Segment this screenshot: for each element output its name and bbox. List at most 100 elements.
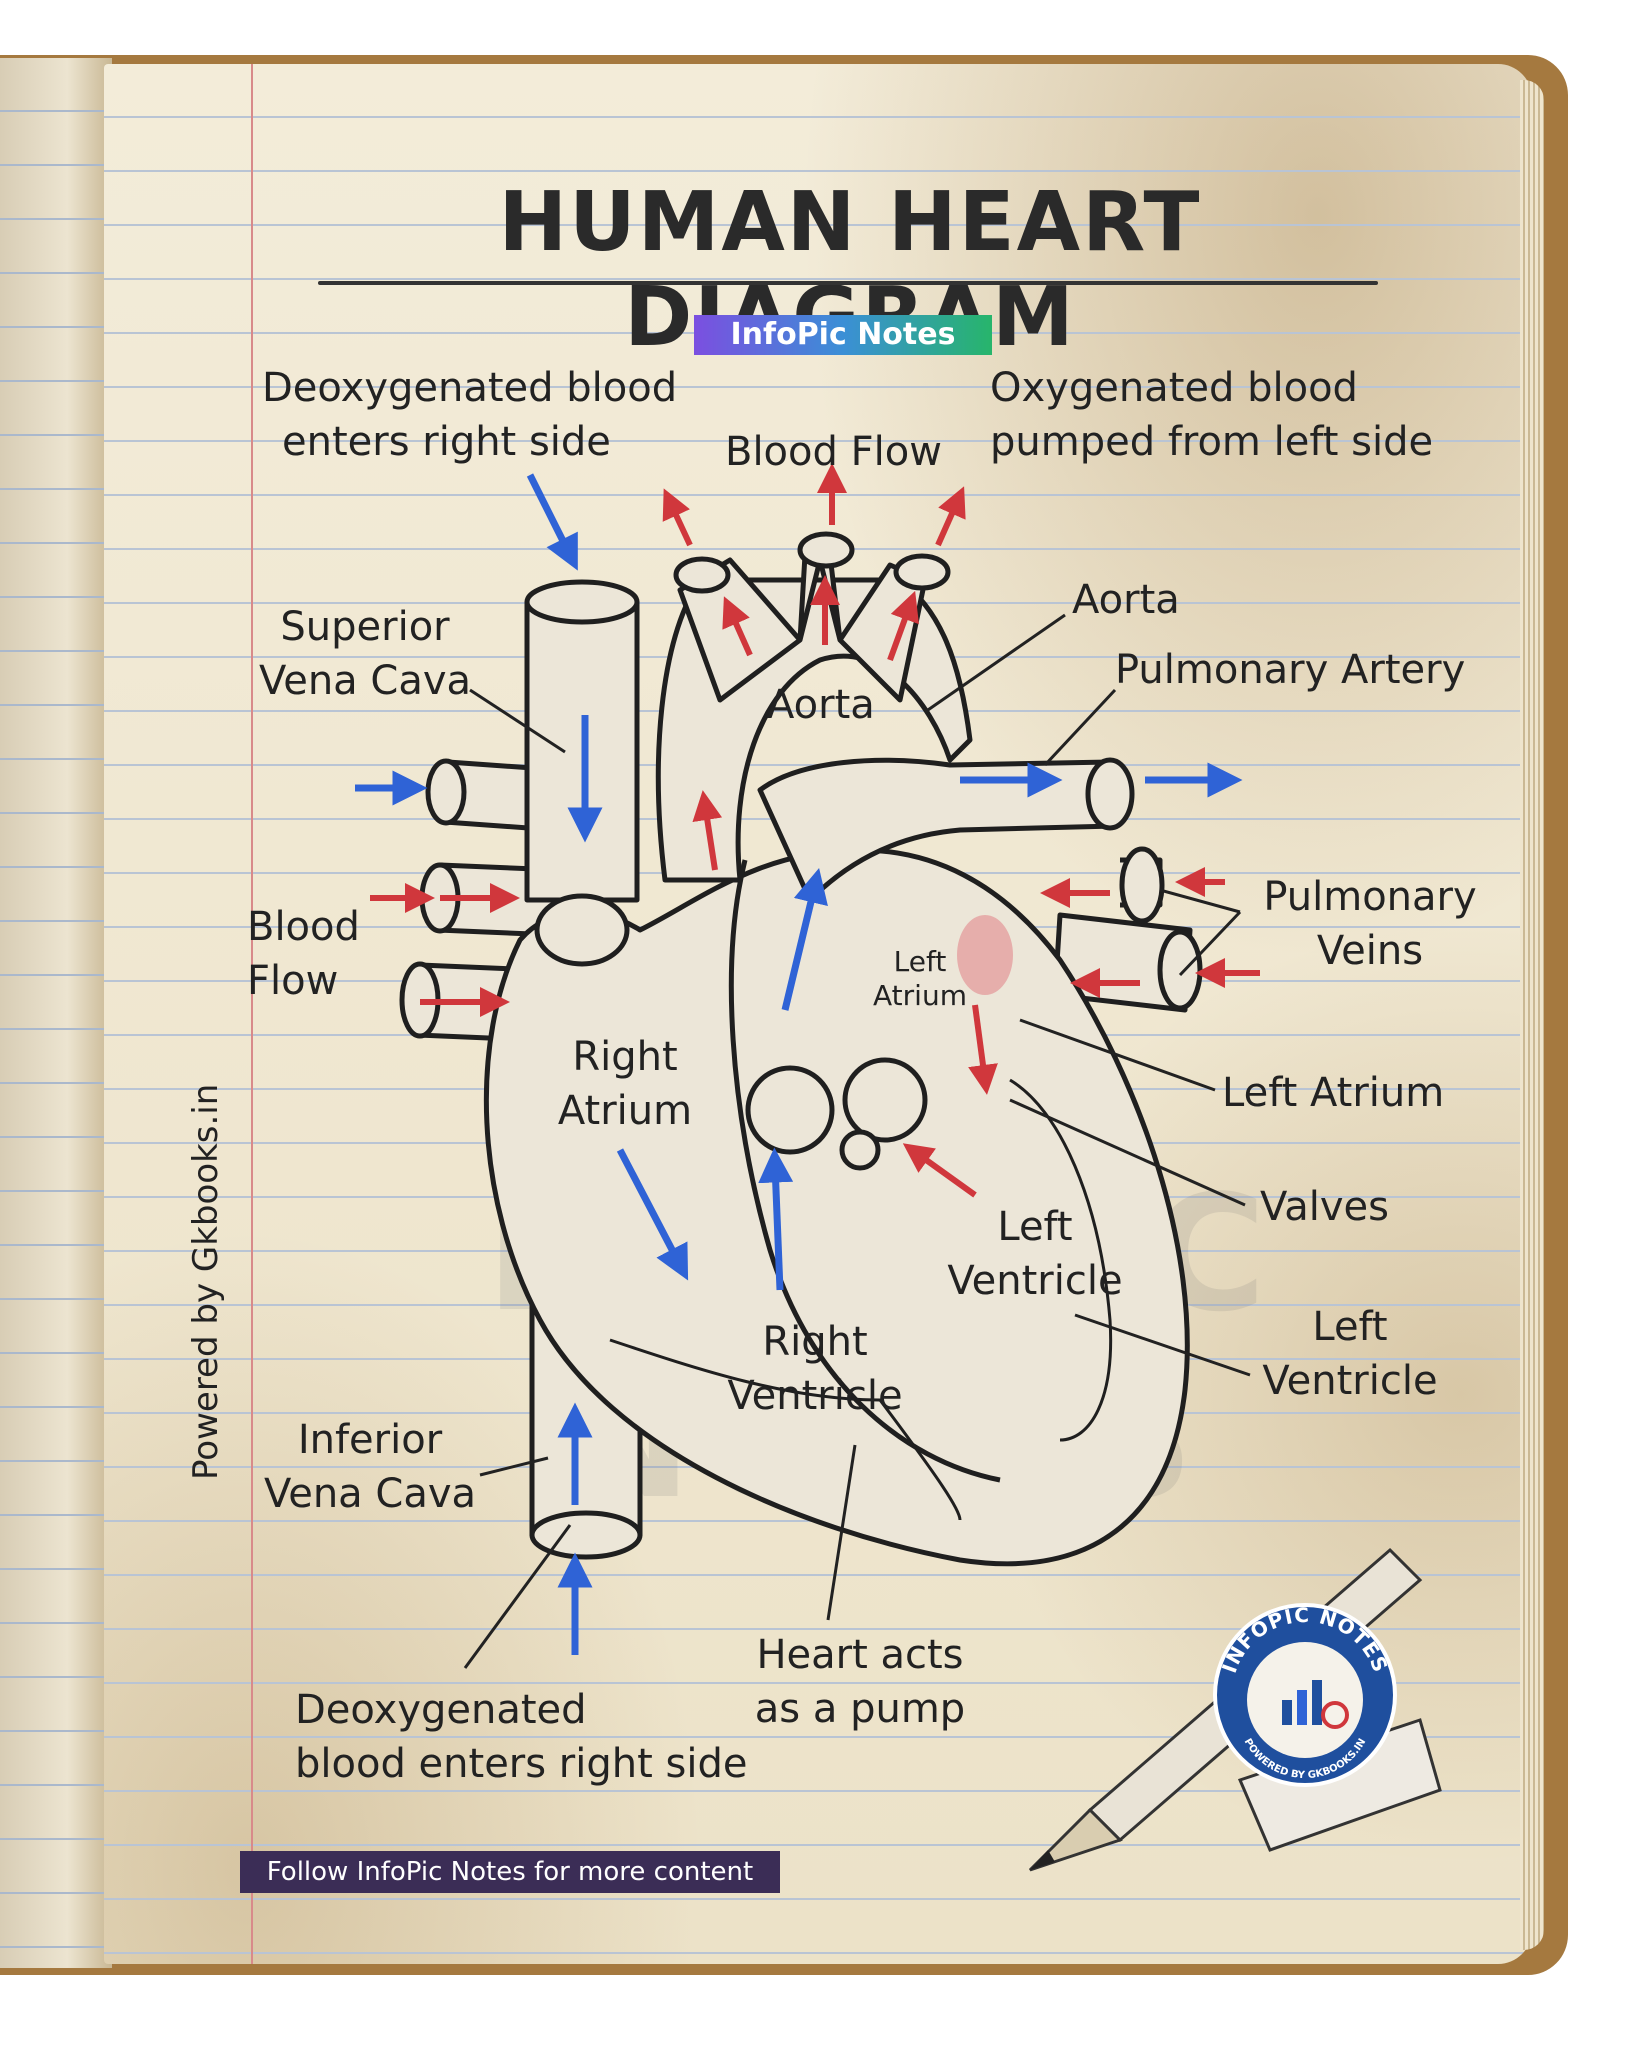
label-deoxy-bottom-line1: Deoxygenated: [295, 1687, 587, 1733]
leader-left-atrium: [1019, 1018, 1216, 1092]
deoxy-arrow-right-ventricle: [758, 1147, 794, 1291]
label-blood-flow-left-line2: Flow: [247, 958, 339, 1004]
label-aorta-inner: Aorta: [767, 682, 875, 728]
infopic-logo: INFOPIC NOTES POWERED BY GKBOOKS.IN: [1213, 1603, 1397, 1787]
label-oxy-top-line1: Oxygenated blood: [990, 365, 1358, 411]
aorta-branch-left-opening: [673, 556, 731, 594]
label-superior-vena-cava-line2: Vena Cava: [258, 658, 472, 704]
label-deoxy-top-line2: enters right side: [282, 419, 611, 465]
label-aorta-outer: Aorta: [1072, 577, 1180, 623]
label-heart-pump-line1: Heart acts: [756, 1632, 964, 1678]
left-page: [0, 58, 112, 1968]
label-blood-flow-top: Blood Flow: [725, 429, 942, 475]
leader-pulmonary-veins-upper: [1159, 888, 1241, 914]
label-inferior-vena-cava-line2: Vena Cava: [263, 1471, 477, 1517]
label-inferior-vena-cava-line1: Inferior: [297, 1417, 443, 1463]
deoxy-arrow-top-entry: [526, 473, 578, 571]
label-left-atrium-inner: Left Atrium: [870, 945, 970, 1013]
follow-banner[interactable]: Follow InfoPic Notes for more content: [240, 1851, 780, 1893]
label-valves: Valves: [1260, 1184, 1390, 1230]
deoxy-arrow-right-atrium: [616, 1148, 689, 1281]
label-right-atrium-line2: Atrium: [557, 1088, 693, 1134]
label-left-ventricle-inner: Left Ventricle: [935, 1200, 1135, 1308]
pencil-lead: [1030, 1850, 1055, 1870]
deoxygenated-arrows: [355, 473, 1243, 1655]
label-superior-vena-cava-line1: Superior: [280, 604, 450, 650]
leader-superior-vena-cava: [469, 688, 566, 754]
label-deoxy-bottom-line2: blood enters right side: [295, 1741, 748, 1787]
leader-pulmonary-veins-lower: [1178, 910, 1242, 977]
label-heart-pump: Heart acts as a pump: [740, 1628, 980, 1736]
leader-inferior-vena-cava: [479, 1456, 549, 1477]
pulmonary-vein-lower-opening: [1157, 929, 1203, 1011]
inferior-vena-cava-opening: [529, 1510, 643, 1560]
label-blood-flow-left: Blood Flow: [247, 900, 360, 1008]
logo-chart-bar-2: [1297, 1690, 1307, 1725]
label-left-atrium-outer: Left Atrium: [1222, 1070, 1445, 1116]
leader-lines: [463, 613, 1251, 1669]
label-left-ventricle-outer: Left Ventricle: [1240, 1300, 1460, 1408]
label-left-atrium-inner-line2: Atrium: [873, 979, 967, 1012]
leader-heart-pump: [826, 1444, 857, 1621]
label-pulmonary-artery: Pulmonary Artery: [1115, 647, 1466, 693]
page-edges: [1520, 80, 1544, 1950]
label-heart-pump-line2: as a pump: [754, 1686, 966, 1732]
oxy-arrow-branch-right: [887, 590, 919, 662]
pulmonary-artery-opening: [1085, 757, 1135, 831]
logo-magnifier: [1321, 1701, 1349, 1729]
valve-left: [745, 1065, 835, 1155]
right-atrium-node: [534, 893, 630, 967]
label-left-atrium-inner-line1: Left: [893, 945, 947, 978]
leader-left-ventricle: [1074, 1313, 1251, 1377]
label-pulmonary-veins: Pulmonary Veins: [1255, 870, 1485, 978]
heart-drawing: [399, 531, 1203, 1567]
label-pulmonary-veins-line2: Veins: [1316, 928, 1424, 974]
label-left-ventricle-inner-line2: Ventricle: [947, 1258, 1123, 1304]
label-deoxy-top: Deoxygenated blood enters right side: [262, 361, 677, 469]
label-deoxy-bottom: Deoxygenated blood enters right side: [295, 1683, 747, 1791]
oxy-arrow-aorta: [692, 790, 723, 871]
leader-aorta: [924, 613, 1066, 714]
oxy-arrow-top-right: [935, 486, 966, 547]
oxy-arrow-branch-left: [722, 596, 753, 657]
label-right-ventricle: Right Ventricle: [715, 1315, 915, 1423]
deoxy-arrow-aorta-rise: [781, 867, 828, 1011]
left-atrium-highlight: [957, 915, 1013, 995]
label-left-ventricle-outer-line2: Ventricle: [1262, 1358, 1438, 1404]
valve-bottom: [839, 1129, 881, 1171]
label-inferior-vena-cava: Inferior Vena Cava: [260, 1413, 480, 1521]
oxy-arrow-left-ventricle: [902, 1143, 977, 1198]
label-left-ventricle-outer-line1: Left: [1312, 1304, 1388, 1350]
oxy-arrow-top-left: [662, 488, 693, 547]
label-right-ventricle-line2: Ventricle: [727, 1373, 903, 1419]
oxy-arrow-left-atrium-down: [968, 1004, 998, 1095]
label-superior-vena-cava: Superior Vena Cava: [255, 600, 475, 708]
label-blood-flow-left-line1: Blood: [247, 904, 360, 950]
infopic-badge: InfoPic Notes: [694, 315, 992, 355]
margin-line: [251, 64, 253, 1964]
label-oxy-top: Oxygenated blood pumped from left side: [990, 361, 1433, 469]
label-right-ventricle-line1: Right: [762, 1319, 868, 1365]
logo-chart-bar-1: [1282, 1700, 1292, 1725]
leader-pulmonary-artery: [1043, 688, 1117, 767]
septum: [728, 859, 1001, 1483]
label-oxy-top-line2: pumped from left side: [990, 419, 1434, 465]
aorta-branch-middle-opening: [797, 531, 855, 569]
label-deoxy-top-line1: Deoxygenated blood: [262, 365, 678, 411]
pencil-tip: [1028, 1807, 1123, 1872]
label-right-atrium-line1: Right: [572, 1034, 678, 1080]
label-pulmonary-veins-line1: Pulmonary: [1263, 874, 1477, 920]
leader-valves: [1009, 1098, 1246, 1207]
leader-inferior-bottom: [463, 1524, 572, 1669]
label-left-ventricle-inner-line1: Left: [997, 1204, 1073, 1250]
label-right-atrium: Right Atrium: [540, 1030, 710, 1138]
oxygenated-arrows: [370, 463, 1260, 1198]
left-vessel-top-opening: [425, 758, 467, 826]
logo-chart-bar-3: [1312, 1680, 1322, 1725]
aorta-branch-right-opening: [893, 553, 951, 591]
heart-body: [483, 847, 1190, 1567]
right-ventricle-inner: [609, 1338, 962, 1521]
title-underline: [318, 281, 1378, 285]
pulmonary-vein-upper-opening: [1119, 846, 1165, 924]
